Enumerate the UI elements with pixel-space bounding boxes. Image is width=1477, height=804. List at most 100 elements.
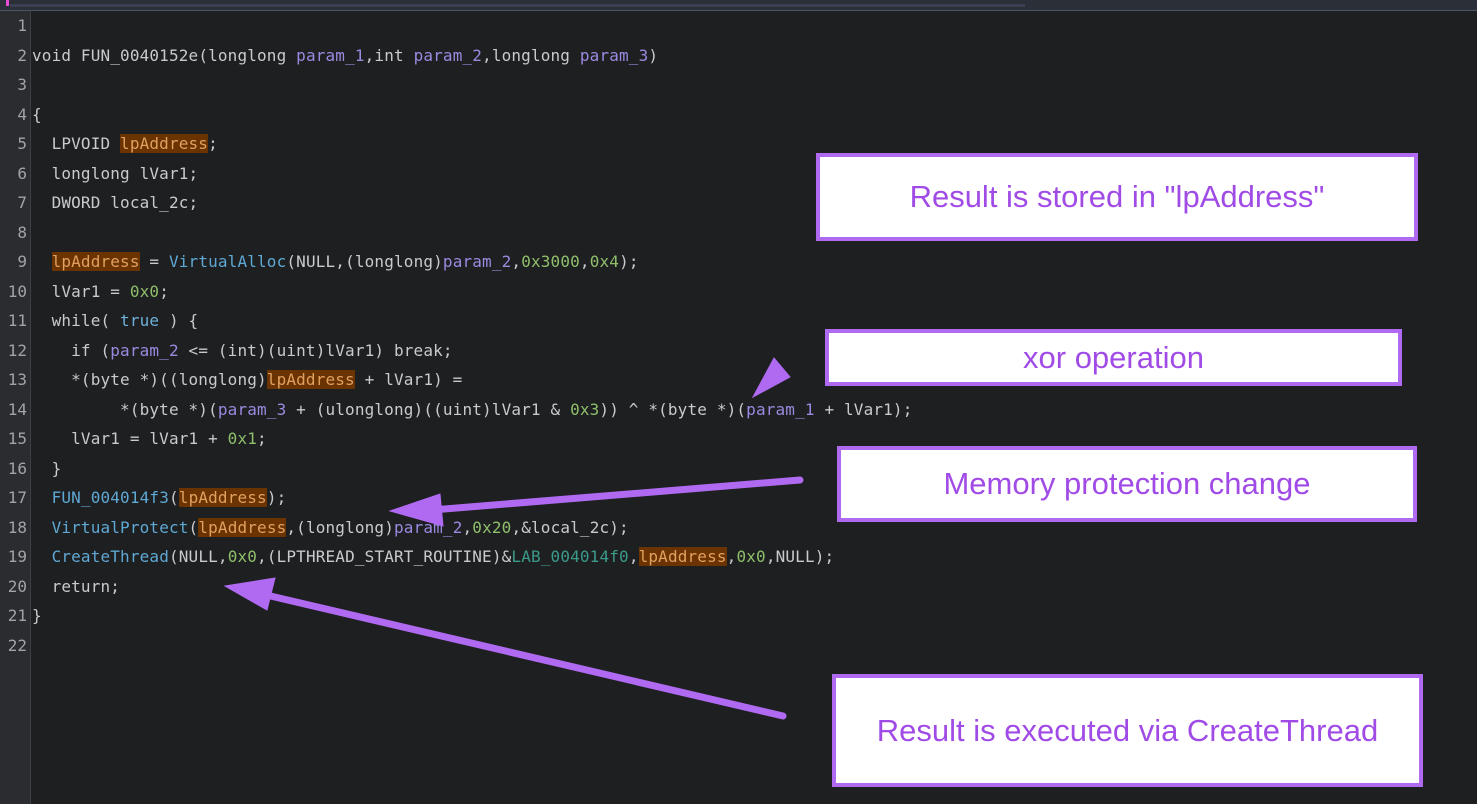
code-text[interactable]: while( true ) { xyxy=(32,306,199,335)
code-text[interactable]: CreateThread(NULL,0x0,(LPTHREAD_START_RO… xyxy=(32,542,834,571)
highlighted-token[interactable]: lpAddress xyxy=(266,370,355,389)
highlighted-token[interactable]: lpAddress xyxy=(638,547,727,566)
highlighted-token[interactable]: lpAddress xyxy=(178,488,267,507)
code-token[interactable] xyxy=(32,518,52,537)
highlighted-token[interactable]: lpAddress xyxy=(120,134,209,153)
code-token[interactable]: param_3 xyxy=(579,45,649,65)
highlighted-token[interactable]: lpAddress xyxy=(198,517,287,537)
code-token[interactable]: void xyxy=(32,45,81,65)
code-token[interactable]: 0x0 xyxy=(736,547,766,566)
code-token[interactable]: return; xyxy=(32,576,121,596)
code-token[interactable]: ; xyxy=(159,281,169,301)
code-token[interactable]: FUN_0040152e xyxy=(80,45,199,65)
code-token[interactable]: param_2 xyxy=(110,340,179,360)
code-token[interactable]: 0x4 xyxy=(589,252,620,271)
code-token[interactable]: ); xyxy=(619,252,639,271)
code-token[interactable]: 0x3 xyxy=(570,399,600,419)
code-token[interactable]: param_1 xyxy=(296,45,365,65)
code-line[interactable]: 3 xyxy=(0,70,1477,99)
code-token[interactable]: + (ulonglong)((uint)lVar1 & xyxy=(286,399,571,419)
code-line[interactable]: 21} xyxy=(0,601,1477,630)
code-token[interactable]: while( xyxy=(32,311,121,330)
code-token[interactable]: VirtualAlloc xyxy=(168,252,287,271)
code-token[interactable]: true xyxy=(120,311,160,330)
code-line[interactable]: 9 lpAddress = VirtualAlloc(NULL,(longlon… xyxy=(0,247,1477,276)
code-token[interactable]: FUN_004014f3 xyxy=(51,488,169,507)
code-token[interactable]: CreateThread xyxy=(51,547,169,566)
code-token[interactable]: , xyxy=(726,547,737,566)
code-token[interactable]: VirtualProtect xyxy=(51,517,189,537)
code-text[interactable]: } xyxy=(32,454,62,483)
code-token[interactable]: param_3 xyxy=(217,399,287,419)
code-line[interactable]: 16 } xyxy=(0,454,1477,483)
code-line[interactable]: 20 return; xyxy=(0,572,1477,601)
code-text[interactable]: VirtualProtect(lpAddress,(longlong)param… xyxy=(32,513,629,542)
code-line[interactable]: 18 VirtualProtect(lpAddress,(longlong)pa… xyxy=(0,513,1477,542)
code-token[interactable]: longlong lVar1; xyxy=(32,163,199,183)
code-text[interactable]: FUN_004014f3(lpAddress); xyxy=(32,483,286,512)
code-token[interactable]: 0x0 xyxy=(129,281,160,301)
code-text[interactable]: *(byte *)(param_3 + (ulonglong)((uint)lV… xyxy=(32,395,912,424)
code-line[interactable]: 5 LPVOID lpAddress; xyxy=(0,129,1477,158)
code-line[interactable]: 12 if (param_2 <= (int)(uint)lVar1) brea… xyxy=(0,336,1477,365)
code-text[interactable]: longlong lVar1; xyxy=(32,159,199,188)
code-text[interactable]: lVar1 = lVar1 + 0x1; xyxy=(32,424,267,453)
code-token[interactable]: ,int xyxy=(364,45,414,65)
code-token[interactable]: { xyxy=(32,104,42,124)
code-token[interactable]: ( xyxy=(188,517,199,537)
code-text[interactable]: lVar1 = 0x0; xyxy=(32,277,169,306)
code-line[interactable]: 10 lVar1 = 0x0; xyxy=(0,277,1477,306)
code-token[interactable]: } xyxy=(32,458,62,478)
code-token[interactable]: , xyxy=(462,517,473,537)
code-token[interactable]: 0x20 xyxy=(472,517,512,537)
code-text[interactable]: DWORD local_2c; xyxy=(32,188,199,217)
code-text[interactable]: return; xyxy=(32,572,120,601)
code-token[interactable]: (longlong xyxy=(198,45,297,65)
code-token[interactable]: ,(LPTHREAD_START_ROUTINE)& xyxy=(257,547,512,566)
code-token[interactable]: param_1 xyxy=(746,399,815,419)
code-token[interactable]: ,&local_2c); xyxy=(511,517,629,537)
code-line[interactable]: 13 *(byte *)((longlong)lpAddress + lVar1… xyxy=(0,365,1477,394)
code-token[interactable]: ,longlong xyxy=(482,45,580,65)
code-token[interactable]: DWORD local_2c; xyxy=(32,193,199,212)
code-token[interactable]: <= (int)(uint)lVar1) break; xyxy=(178,340,453,360)
code-text[interactable]: LPVOID lpAddress; xyxy=(32,129,218,158)
code-token[interactable]: param_2 xyxy=(394,517,463,537)
code-token[interactable]: ; xyxy=(257,429,267,448)
code-token[interactable]: ) xyxy=(648,45,659,65)
code-text[interactable]: *(byte *)((longlong)lpAddress + lVar1) = xyxy=(32,365,462,394)
code-text[interactable]: void FUN_0040152e(longlong param_1,int p… xyxy=(32,41,658,70)
code-token[interactable]: lVar1 = lVar1 + xyxy=(32,429,228,448)
code-token[interactable] xyxy=(32,547,52,566)
code-line[interactable]: 8 xyxy=(0,218,1477,247)
code-line[interactable]: 7 DWORD local_2c; xyxy=(0,188,1477,217)
code-line[interactable]: 4{ xyxy=(0,100,1477,129)
code-token[interactable]: ); xyxy=(266,488,287,507)
code-line[interactable]: 19 CreateThread(NULL,0x0,(LPTHREAD_START… xyxy=(0,542,1477,571)
code-token[interactable] xyxy=(32,488,52,507)
code-token[interactable]: ) { xyxy=(159,311,199,330)
code-line[interactable]: 15 lVar1 = lVar1 + 0x1; xyxy=(0,424,1477,453)
code-text[interactable]: } xyxy=(32,601,42,630)
code-token[interactable]: LAB_004014f0 xyxy=(511,547,629,566)
code-line[interactable]: 17 FUN_004014f3(lpAddress); xyxy=(0,483,1477,512)
code-line[interactable]: 1 xyxy=(0,11,1477,40)
code-token[interactable]: )) ^ *(byte *)( xyxy=(599,399,747,419)
code-token[interactable]: (NULL, xyxy=(168,547,228,566)
code-token[interactable]: ; xyxy=(208,134,218,153)
code-line[interactable]: 6 longlong lVar1; xyxy=(0,159,1477,188)
code-token[interactable] xyxy=(32,252,52,271)
code-line[interactable]: 11 while( true ) { xyxy=(0,306,1477,335)
code-token[interactable]: lVar1 = xyxy=(32,281,130,301)
code-token[interactable]: *(byte *)( xyxy=(32,399,218,419)
code-line[interactable]: 22 xyxy=(0,631,1477,660)
code-token[interactable]: } xyxy=(32,606,42,625)
code-token[interactable]: *(byte *)((longlong) xyxy=(32,370,267,389)
highlighted-token[interactable]: lpAddress xyxy=(51,252,140,271)
code-token[interactable]: (NULL,(longlong) xyxy=(286,252,443,271)
code-token[interactable]: 0x0 xyxy=(227,547,258,566)
code-line[interactable]: 14 *(byte *)(param_3 + (ulonglong)((uint… xyxy=(0,395,1477,424)
code-token[interactable]: + lVar1) = xyxy=(354,370,463,389)
code-token[interactable]: , xyxy=(511,252,522,271)
